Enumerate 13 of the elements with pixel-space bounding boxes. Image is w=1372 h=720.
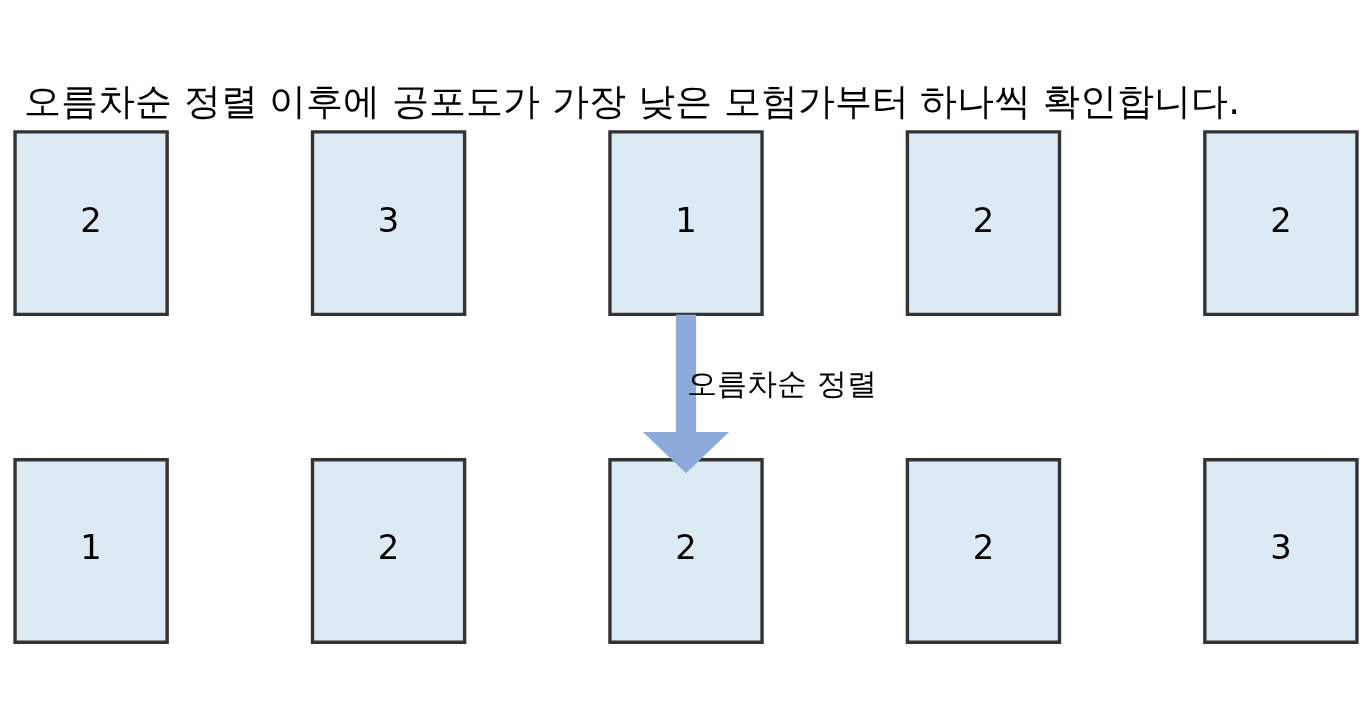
node-box: 2 [310, 458, 467, 644]
arrow [642, 314, 730, 474]
edge-label: 오름차순 정렬 [687, 366, 878, 402]
node-box: 1 [13, 458, 169, 644]
node-box: 3 [310, 130, 467, 317]
node-box: 3 [1203, 458, 1359, 644]
diagram-title: 오름차순 정렬 이후에 공포도가 가장 낮은 모험가부터 하나씩 확인합니다. [23, 79, 1241, 124]
node-box: 1 [608, 130, 764, 317]
node-box: 2 [1203, 130, 1359, 317]
node-box: 2 [608, 458, 764, 644]
node-box: 2 [905, 130, 1062, 317]
node-box: 2 [905, 458, 1062, 644]
node-box: 2 [13, 130, 169, 317]
